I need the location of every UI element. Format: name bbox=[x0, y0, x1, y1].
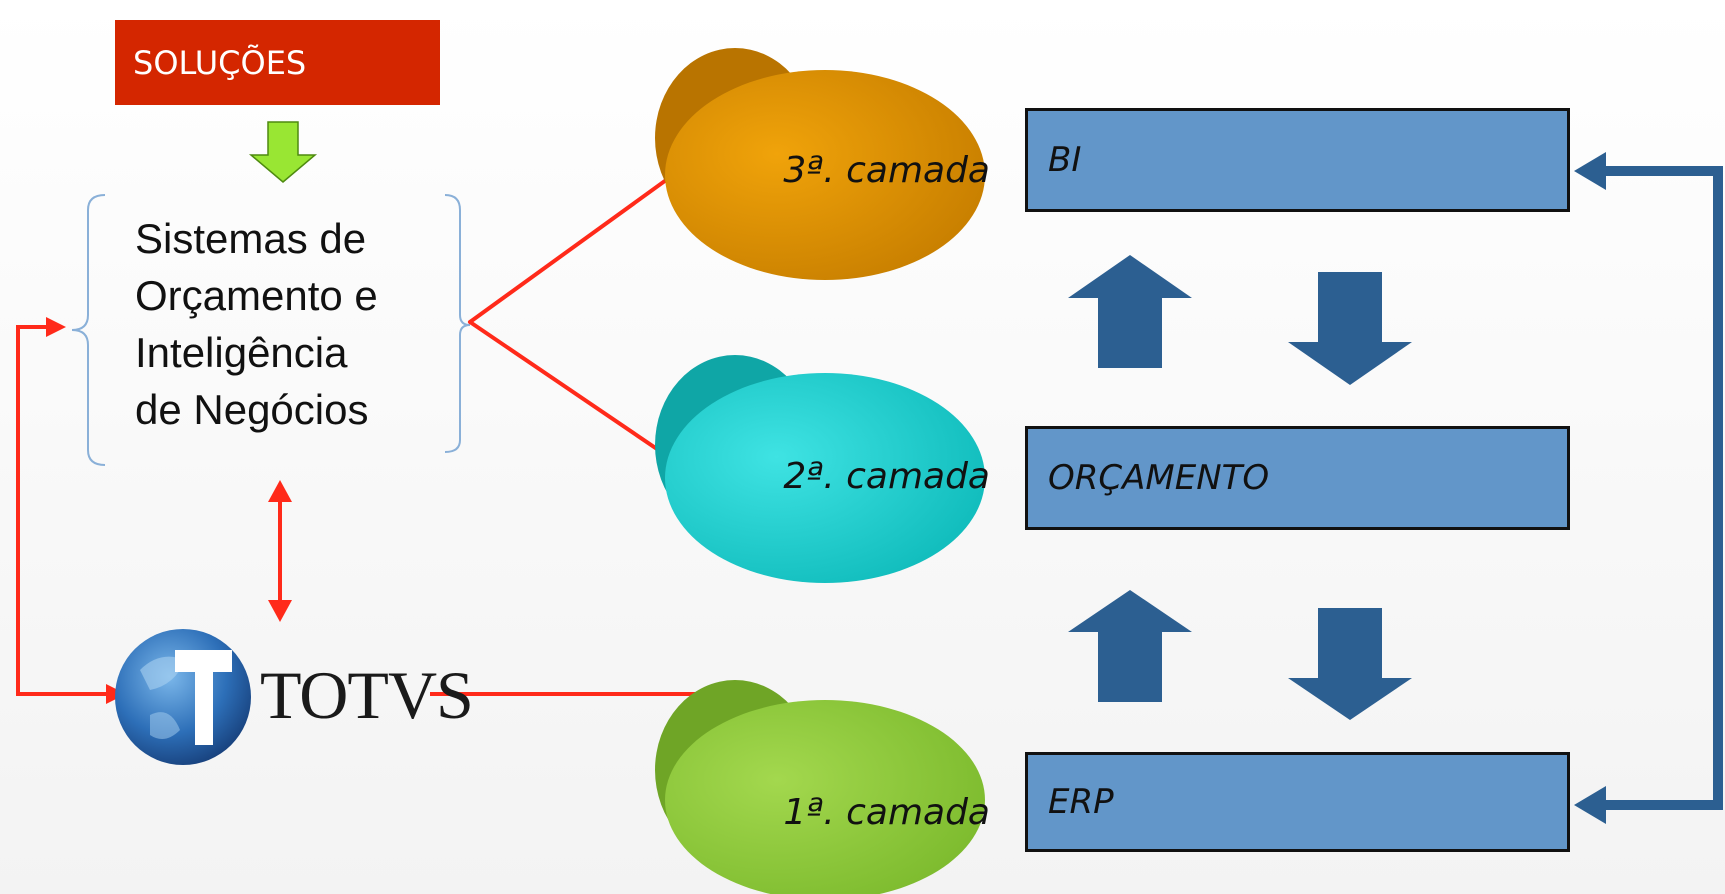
red-arrow-to-2nd bbox=[468, 320, 687, 470]
layer-2-label: 2ª. camada bbox=[783, 456, 990, 497]
red-arrow-to-3rd bbox=[468, 168, 682, 324]
left-brace bbox=[71, 194, 106, 466]
bi-box: BI bbox=[1025, 108, 1570, 212]
sistemas-line: Inteligência bbox=[135, 329, 348, 376]
erp-box: ERP bbox=[1025, 752, 1570, 852]
layer-ellipses bbox=[655, 48, 985, 894]
layer-3-label: 3ª. camada bbox=[783, 150, 990, 191]
blue-updown-arrows bbox=[1068, 255, 1412, 720]
sistemas-line: de Negócios bbox=[135, 386, 369, 433]
orcamento-box: ORÇAMENTO bbox=[1025, 426, 1570, 530]
right-brace bbox=[444, 194, 471, 453]
double-arrow-down-head bbox=[268, 600, 292, 622]
layer-1-label: 1ª. camada bbox=[783, 792, 990, 833]
left-loop-connector bbox=[16, 325, 112, 696]
sistemas-text: Sistemas de Orçamento e Inteligência de … bbox=[135, 210, 435, 438]
totvs-logo-text: TOTVS bbox=[260, 657, 474, 733]
sistemas-line: Sistemas de bbox=[135, 215, 367, 262]
solucoes-banner: SOLUÇÕES bbox=[115, 20, 440, 105]
totvs-globe-logo bbox=[115, 629, 251, 765]
green-down-arrow bbox=[248, 121, 318, 183]
right-loop-connector bbox=[1595, 166, 1723, 810]
double-arrow-up-head bbox=[268, 480, 292, 502]
sistemas-line: Orçamento e bbox=[135, 272, 378, 319]
